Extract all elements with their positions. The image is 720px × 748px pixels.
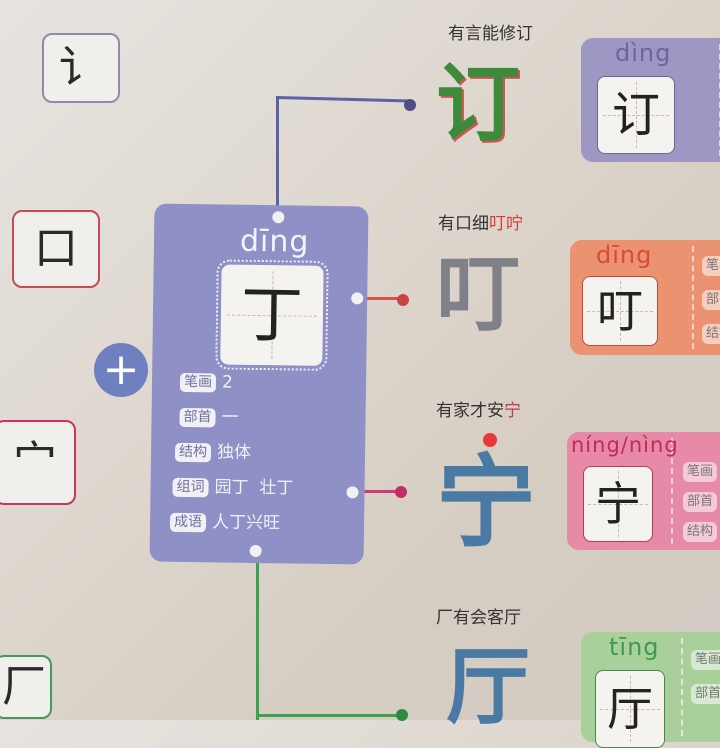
connector-dot (395, 486, 407, 498)
pinyin: dīng (596, 241, 653, 269)
character-card-ning: níng/nìng 宁 笔画 部首 结构 (567, 432, 720, 550)
illustration-ding-pencil: 订 (436, 54, 521, 153)
info-row: 部首一 (179, 407, 239, 428)
character-glyph: 宁 (595, 477, 641, 531)
character-glyph: 叮 (597, 284, 643, 338)
rhyme-caption: 有家才安宁 (436, 401, 521, 421)
card-tag: 笔画 (683, 462, 718, 482)
card-tag: 笔画 (691, 650, 720, 670)
pinyin: tīng (609, 633, 660, 661)
row-value: 园丁 壮丁 (214, 477, 294, 499)
card-tag: 部首 (691, 684, 720, 704)
connector-line (275, 96, 411, 103)
character-glyph: 丁 (240, 277, 304, 352)
connector-line (276, 96, 279, 208)
card-tag: 结构 (683, 522, 718, 542)
info-row: 结构独体 (174, 442, 252, 463)
character-box: 丁 (215, 259, 329, 371)
row-value: 2 (221, 372, 233, 393)
radical-box: 口 (12, 210, 100, 288)
connector-line (355, 490, 400, 493)
row-label: 结构 (174, 442, 212, 462)
character-card-ding2: dīng 叮 笔画 部首 结构 (570, 240, 720, 355)
pinyin: níng/nìng (571, 433, 679, 457)
rhyme-caption: 有言能修订 (448, 24, 533, 44)
connector-line (256, 714, 401, 717)
character-card-ting: tīng 厅 笔画 部首 (581, 632, 720, 748)
card-tag: 笔画 (702, 256, 720, 276)
card-tag: 部首 (702, 290, 720, 310)
row-value: 人丁兴旺 (211, 512, 281, 534)
radical-box: 厂 (0, 655, 52, 719)
row-label: 组词 (172, 477, 209, 497)
info-row: 成语人丁兴旺 (169, 512, 281, 534)
connector-dot (397, 294, 409, 306)
caption-text: 有家才安 (436, 401, 504, 421)
row-value: 一 (221, 407, 239, 428)
connector-dot (396, 709, 408, 721)
row-label: 成语 (169, 512, 207, 532)
rhyme-caption: 厂有会客厅 (436, 608, 521, 628)
caption-highlight: 叮咛 (489, 214, 523, 234)
radical-char: 讠 (59, 42, 103, 93)
pinyin: dīng (239, 223, 310, 260)
illustration-ding-mouth: 叮 (436, 244, 521, 343)
radical-char: 口 (34, 223, 78, 274)
caption-text: 有口细 (438, 214, 489, 234)
character-card-ding: dìng 订 (581, 38, 720, 162)
radical-box: 讠 (42, 33, 120, 103)
row-label: 笔画 (179, 372, 217, 392)
info-row: 组词园丁 壮丁 (172, 477, 293, 499)
row-label: 部首 (179, 407, 216, 427)
pinyin: dìng (615, 39, 672, 67)
card-tag: 结构 (702, 324, 720, 344)
plus-glyph: + (102, 344, 140, 395)
connector-line (256, 560, 259, 720)
radical-char: 厂 (2, 661, 46, 712)
plus-icon[interactable]: + (94, 343, 148, 397)
illustration-ning-house: 宁 (436, 443, 536, 561)
connector-dot (404, 99, 416, 111)
radical-box: 宀 (0, 420, 76, 505)
illustration-ting-hall: 厅 (446, 637, 531, 736)
rhyme-caption: 有口细叮咛 (438, 214, 523, 234)
caption-highlight: 宁 (504, 401, 521, 421)
character-glyph: 订 (611, 87, 660, 143)
connector-line (362, 297, 402, 300)
sun-icon (483, 433, 497, 447)
radical-char: 宀 (13, 436, 57, 488)
row-value: 独体 (216, 442, 252, 463)
character-glyph: 厅 (607, 682, 653, 736)
card-tag: 部首 (683, 492, 718, 512)
